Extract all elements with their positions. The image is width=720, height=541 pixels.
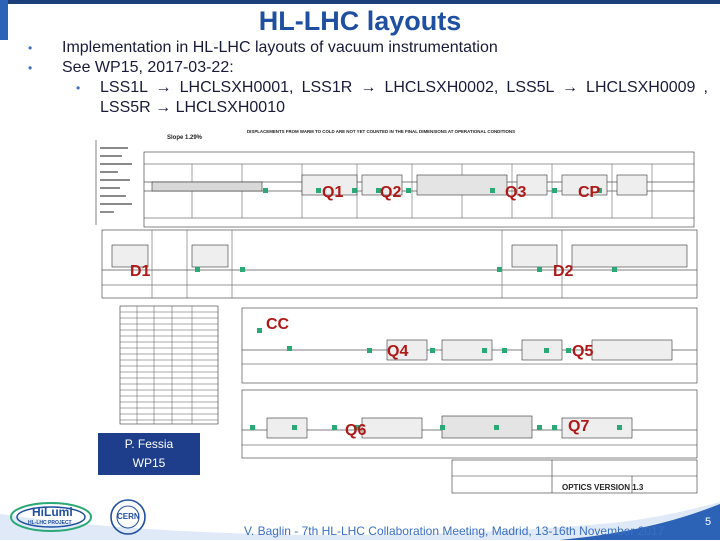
- sub-bullet-item: • LSS1L → LHCLSXH0001, LSS1R → LHCLSXH00…: [24, 78, 708, 118]
- layout-drawing: Slope 1.29% DISPLACEMENTS FROM WARM TO C…: [95, 129, 698, 494]
- bullet-text: Implementation in HL-LHC layouts of vacu…: [62, 39, 498, 56]
- sub-bullet-text: LSS1L → LHCLSXH0001, LSS1R → LHCLSXH0002…: [100, 79, 708, 116]
- bullet-marker: •: [28, 41, 33, 55]
- vacuum-markers: [195, 188, 622, 430]
- magnet-label-d2: D2: [553, 263, 574, 280]
- hilumi-logo-text: HiLumi: [32, 505, 73, 519]
- bullet-text: See WP15, 2017-03-22:: [62, 59, 234, 76]
- bullet-item: • Implementation in HL-LHC layouts of va…: [24, 38, 708, 58]
- cern-logo: CERN: [108, 498, 148, 536]
- magnet-label-q5: Q5: [572, 343, 594, 360]
- magnet-label-q3: Q3: [505, 184, 527, 201]
- page-number: 5: [704, 516, 712, 528]
- left-accent-bar: [0, 0, 8, 40]
- bullet-marker: •: [28, 61, 33, 75]
- bullet-marker: •: [76, 81, 81, 95]
- author-name: P. Fessia: [124, 437, 174, 451]
- author-tag: P. Fessia WP15: [98, 433, 200, 475]
- optics-version: OPTICS VERSION 1.3: [562, 483, 644, 492]
- top-accent-bar: [0, 0, 720, 4]
- drawing-header: DISPLACEMENTS FROM WARM TO COLD ARE NOT …: [247, 129, 515, 134]
- bullet-list: • Implementation in HL-LHC layouts of va…: [24, 38, 708, 118]
- cern-logo-icon: [110, 499, 146, 535]
- magnet-label-q2: Q2: [380, 184, 402, 201]
- bullet-item: • See WP15, 2017-03-22:: [24, 58, 708, 78]
- footer-citation: V. Baglin - 7th HL-LHC Collaboration Mee…: [244, 524, 665, 538]
- hilumi-logo: HiLumi HL-LHC PROJECT: [8, 500, 94, 534]
- magnet-label-cp: CP: [578, 184, 601, 201]
- magnet-label-q7: Q7: [568, 418, 590, 435]
- author-wp: WP15: [132, 456, 166, 470]
- hilumi-logo-icon: [10, 502, 92, 532]
- magnet-label-q4: Q4: [387, 343, 409, 360]
- hilumi-logo-sub: HL-LHC PROJECT: [28, 520, 72, 526]
- slope-note: Slope 1.29%: [167, 135, 203, 141]
- slide-title: HL-LHC layouts: [258, 6, 462, 36]
- magnet-label-cc: CC: [266, 316, 290, 333]
- magnet-label-d1: D1: [130, 263, 151, 280]
- footer-wave: [0, 502, 720, 540]
- magnet-label-q6: Q6: [345, 422, 367, 439]
- cern-logo-text: CERN: [117, 512, 140, 521]
- magnet-label-q1: Q1: [322, 184, 344, 201]
